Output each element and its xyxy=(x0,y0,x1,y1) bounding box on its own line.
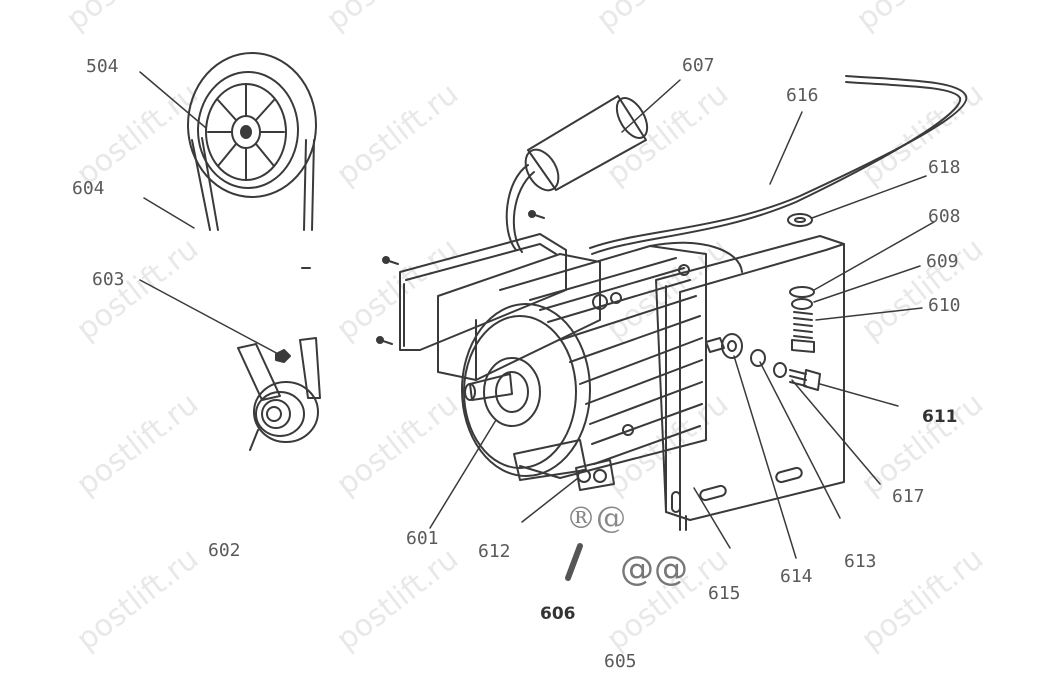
electric-motor-part xyxy=(399,233,743,491)
label-612: 612 xyxy=(478,541,511,562)
label-608: 608 xyxy=(928,206,961,227)
registered-at-mark: ®@ xyxy=(566,501,626,536)
double-at-mark: @@ xyxy=(620,549,688,589)
leader-lines xyxy=(139,71,935,559)
label-601: 601 xyxy=(406,528,439,549)
label-613: 613 xyxy=(844,551,877,572)
key-part xyxy=(275,349,291,363)
power-cable-part xyxy=(589,75,968,255)
label-614: 614 xyxy=(780,566,813,587)
spring-part xyxy=(791,311,815,353)
label-611: 611 xyxy=(922,407,958,427)
label-609: 609 xyxy=(926,251,959,272)
label-616: 616 xyxy=(786,85,819,106)
label-602: 602 xyxy=(208,540,241,561)
screws-part xyxy=(376,210,545,345)
driven-pulley-part xyxy=(237,337,321,451)
capacitor-part xyxy=(505,95,649,253)
drive-belt-part xyxy=(191,137,315,269)
label-610: 610 xyxy=(928,295,961,316)
adjust-bolt-part xyxy=(789,369,821,391)
washer-part xyxy=(787,213,815,310)
motor-pulley-part xyxy=(187,52,317,198)
label-607: 607 xyxy=(682,55,715,76)
label-618: 618 xyxy=(928,157,961,178)
label-617: 617 xyxy=(892,486,925,507)
slash-mark xyxy=(565,543,583,581)
nut-washer-part xyxy=(721,333,787,378)
label-504: 504 xyxy=(86,56,119,77)
label-604: 604 xyxy=(72,178,105,199)
mounting-plate-part xyxy=(655,235,845,531)
label-605: 605 xyxy=(604,651,637,672)
label-606: 606 xyxy=(540,604,576,624)
label-615: 615 xyxy=(708,583,741,604)
label-603: 603 xyxy=(92,269,125,290)
